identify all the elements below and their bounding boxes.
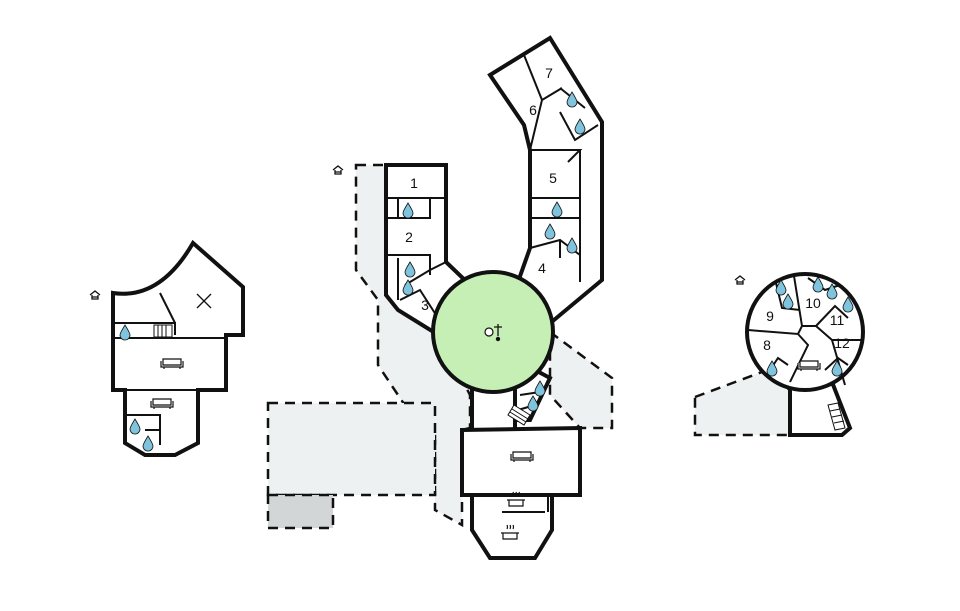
terrace-east: [548, 329, 614, 430]
garden-area: [266, 401, 437, 497]
living-room: [460, 425, 582, 497]
room-label-5: 5: [549, 170, 557, 186]
stairs-icon: [153, 324, 173, 338]
stairs-icon: [827, 402, 846, 431]
room-label-3: 3: [421, 297, 429, 313]
room-label-9: 9: [766, 308, 774, 324]
building-west: [89, 239, 245, 457]
room-label-12: 12: [834, 335, 850, 351]
x-mark-icon: [196, 293, 212, 309]
building-central: 1 2 3 4 5 6 7: [332, 35, 604, 560]
house-icon: [332, 165, 344, 175]
room-label-1: 1: [410, 175, 418, 191]
stairs-icon: [507, 404, 531, 426]
room-label-6: 6: [529, 102, 537, 118]
room-label-10: 10: [805, 295, 821, 311]
room-label-2: 2: [405, 229, 413, 245]
playground-icon: [484, 324, 502, 342]
room-label-11: 11: [830, 312, 845, 328]
covered-area: [266, 493, 335, 530]
house-icon: [734, 275, 746, 285]
building-east: 8 9 10 11 12: [734, 272, 865, 437]
room-label-4: 4: [538, 260, 546, 276]
kitchen: [470, 493, 554, 560]
room-label-8: 8: [763, 337, 771, 353]
house-icon: [89, 290, 101, 300]
room-label-7: 7: [545, 65, 553, 81]
